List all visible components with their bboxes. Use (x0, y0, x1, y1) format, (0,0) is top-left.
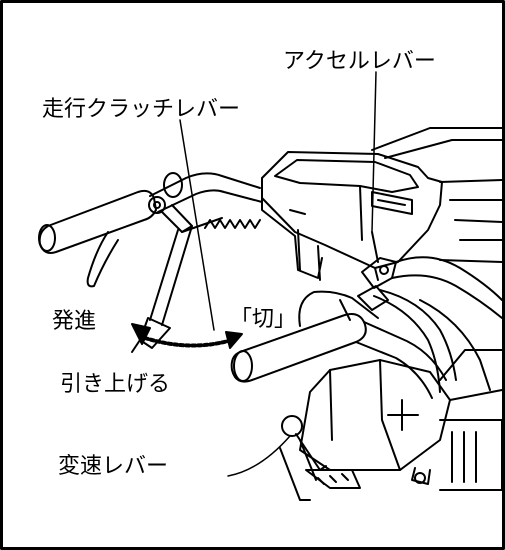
spring (204, 219, 261, 229)
accelerator-lever (361, 231, 503, 319)
direction-arrow (131, 323, 243, 349)
accelerator-lever-label: アクセルレバー (283, 48, 436, 73)
leader-lines (179, 71, 377, 477)
left-handle (38, 172, 263, 288)
hopper (261, 151, 443, 281)
shift-lever (279, 415, 361, 501)
cables (373, 289, 491, 393)
off-label: 「切」 (230, 306, 297, 331)
pull-up-label: 引き上げる (60, 371, 171, 396)
right-handle (230, 285, 447, 399)
clutch-lever (131, 172, 223, 353)
start-label: 発進 (52, 308, 97, 333)
engine-cover (371, 127, 503, 263)
shift-lever-label: 変速レバー (58, 453, 169, 478)
travel-clutch-lever-label: 走行クラッチレバー (42, 96, 241, 121)
engine-body (299, 349, 503, 491)
